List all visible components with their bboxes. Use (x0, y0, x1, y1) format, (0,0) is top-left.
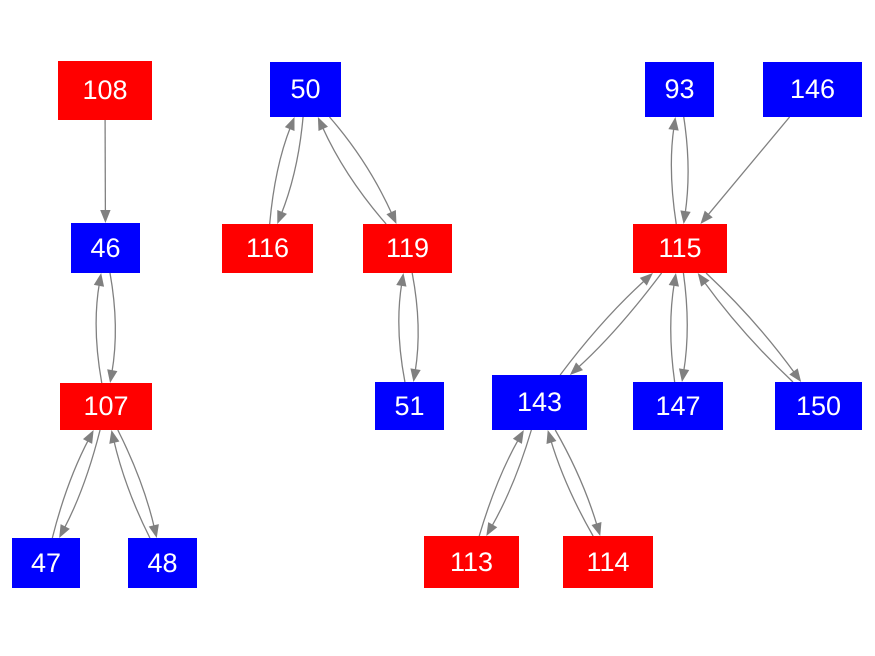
graph-node-label: 114 (586, 546, 630, 577)
graph-edge-arrowhead (82, 430, 94, 444)
graph-edge-arrowhead (277, 209, 287, 224)
graph-node-47[interactable]: 47 (12, 538, 80, 588)
graph-edge-107-to-48 (117, 429, 156, 529)
graph-node-114[interactable]: 114 (563, 536, 653, 588)
graph-node-143[interactable]: 143 (492, 375, 587, 430)
graph-edge-arrowhead (512, 430, 524, 444)
graph-edge-arrowhead (700, 210, 713, 224)
graph-node-150[interactable]: 150 (775, 382, 862, 430)
graph-edge-115-to-147 (682, 272, 688, 373)
graph-edge-arrowhead (789, 368, 802, 382)
graph-node-label: 108 (82, 75, 128, 105)
graph-edge-50-to-119 (329, 116, 393, 216)
graph-edge-143-to-115 (559, 279, 646, 376)
graph-edge-arrowhead (317, 117, 328, 131)
graph-node-label: 46 (90, 232, 121, 263)
graph-node-label: 147 (655, 390, 701, 421)
graph-edge-119-to-50 (321, 125, 387, 225)
graph-edge-143-to-113 (490, 429, 532, 528)
graph-edge-arrowhead (386, 210, 397, 224)
graph-edge-107-to-46 (95, 282, 103, 384)
graph-node-label: 93 (664, 74, 695, 104)
graph-node-93[interactable]: 93 (645, 62, 714, 117)
graph-edge-arrowhead (697, 273, 710, 287)
graph-edge-arrowhead (107, 369, 118, 383)
graph-node-48[interactable]: 48 (128, 538, 197, 588)
graph-node-46[interactable]: 46 (71, 223, 140, 273)
graph-edge-arrowhead (109, 430, 120, 444)
graph-node-50[interactable]: 50 (270, 62, 341, 117)
graph-node-116[interactable]: 116 (222, 224, 313, 273)
graph-node-146[interactable]: 146 (763, 62, 862, 117)
graph-edge-47-to-107 (51, 438, 90, 539)
graph-node-label: 150 (795, 390, 842, 421)
graph-node-108[interactable]: 108 (58, 61, 152, 120)
graph-edge-113-to-143 (478, 438, 520, 537)
graph-edge-48-to-107 (113, 439, 151, 539)
graph-node-115[interactable]: 115 (633, 224, 727, 273)
graph-edge-107-to-47 (63, 429, 101, 530)
graph-node-113[interactable]: 113 (424, 536, 519, 588)
graph-edge-arrowhead (100, 209, 111, 223)
graph-node-119[interactable]: 119 (363, 224, 452, 273)
graph-node-label: 47 (30, 547, 62, 578)
graph-edge-arrowhead (591, 522, 602, 536)
graph-node-51[interactable]: 51 (375, 382, 444, 430)
graph-edge-150-to-115 (703, 280, 794, 383)
graph-edge-116-to-50 (269, 126, 292, 225)
graph-edge-146-to-115 (706, 116, 791, 217)
graph-edge-arrowhead (639, 273, 653, 286)
graph-edge-arrowhead (93, 273, 105, 287)
graph-edge-arrowhead (668, 273, 679, 287)
graph-node-label: 116 (245, 233, 290, 263)
graph-edge-93-to-115 (683, 116, 689, 215)
graph-edge-arrowhead (59, 524, 70, 538)
graph-edge-143-to-114 (554, 429, 598, 527)
graph-node-label: 50 (290, 74, 321, 104)
graph-edge-arrowhead (148, 524, 159, 538)
graph-node-label: 107 (83, 391, 129, 421)
graph-edge-arrowhead (680, 210, 691, 224)
graph-edge-114-to-143 (549, 439, 594, 537)
graph-edge-119-to-51 (411, 272, 419, 373)
graph-node-label: 113 (449, 546, 494, 577)
graph-node-label: 146 (789, 74, 836, 104)
graph-node-107[interactable]: 107 (60, 383, 152, 430)
graph-node-label: 115 (658, 233, 702, 263)
graph-edge-arrowhead (396, 273, 407, 287)
graph-edge-arrowhead (486, 522, 498, 536)
graph-edge-arrowhead (569, 362, 584, 375)
graph-edge-147-to-115 (670, 282, 676, 383)
graph-node-147[interactable]: 147 (633, 382, 723, 430)
graph-edge-115-to-143 (576, 272, 663, 369)
graph-edge-arrowhead (410, 368, 421, 382)
graph-node-label: 119 (385, 233, 430, 263)
graph-edge-50-to-116 (280, 116, 304, 215)
graph-edge-46-to-107 (109, 272, 117, 374)
graph-edge-arrowhead (668, 117, 679, 131)
graph-edge-arrowhead (284, 117, 295, 132)
graph-edge-115-to-150 (705, 272, 796, 375)
graph-node-label: 48 (147, 547, 178, 578)
graph-node-label: 143 (516, 387, 563, 417)
graph-edge-arrowhead (546, 430, 557, 444)
graph-edge-51-to-119 (398, 282, 406, 383)
graph-node-label: 51 (394, 390, 425, 421)
graph-edge-arrowhead (678, 368, 690, 382)
graph-edge-115-to-93 (670, 126, 677, 225)
